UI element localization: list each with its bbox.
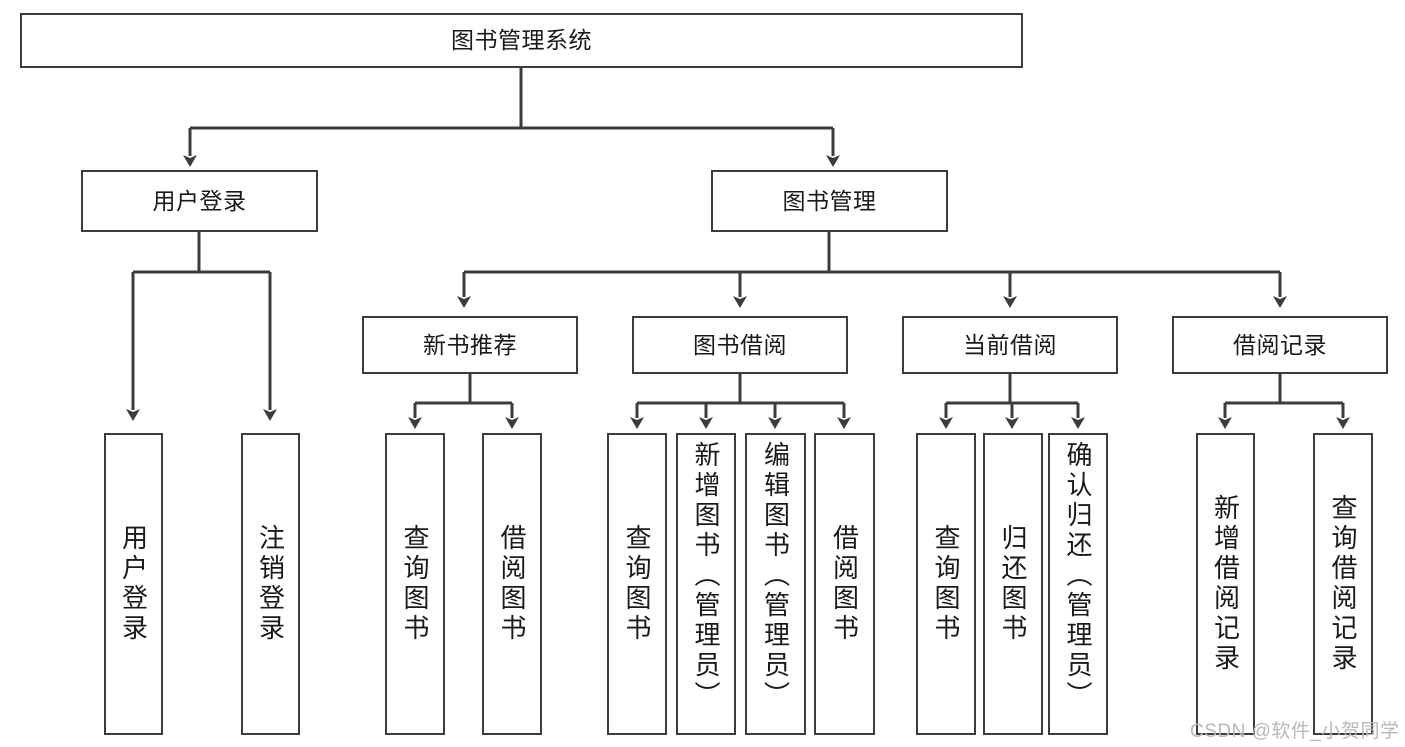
node-label: 借阅图书 bbox=[497, 524, 527, 644]
node-leaf-borrow-book-recommend[interactable]: 借阅图书 bbox=[482, 433, 542, 735]
node-label: 用户登录 bbox=[118, 524, 149, 644]
node-new-book-recommend[interactable]: 新书推荐 bbox=[362, 316, 578, 374]
node-leaf-query-book-current[interactable]: 查询图书 bbox=[916, 433, 976, 735]
node-leaf-user-login[interactable]: 用户登录 bbox=[104, 433, 163, 735]
node-borrow-record[interactable]: 借阅记录 bbox=[1172, 316, 1388, 374]
node-user-login[interactable]: 用户登录 bbox=[81, 170, 318, 232]
node-label: 查询图书 bbox=[931, 524, 961, 644]
node-label: 图书借阅 bbox=[693, 331, 787, 358]
node-leaf-return-book[interactable]: 归还图书 bbox=[983, 433, 1043, 735]
node-label: 借阅记录 bbox=[1233, 331, 1327, 358]
node-label: 图书管理 bbox=[782, 187, 877, 214]
node-leaf-add-book-admin[interactable]: 新增图书（管理员） bbox=[676, 433, 736, 735]
node-label: 查询图书 bbox=[400, 524, 430, 644]
node-root-book-management-system[interactable]: 图书管理系统 bbox=[20, 13, 1023, 68]
node-leaf-borrow-book[interactable]: 借阅图书 bbox=[814, 433, 875, 735]
node-label: 归还图书 bbox=[998, 524, 1028, 644]
node-label: 新增图书（管理员） bbox=[691, 441, 721, 711]
node-book-management[interactable]: 图书管理 bbox=[711, 170, 948, 232]
node-current-borrow[interactable]: 当前借阅 bbox=[902, 316, 1118, 374]
node-label: 查询借阅记录 bbox=[1328, 494, 1358, 674]
node-leaf-query-book-borrow[interactable]: 查询图书 bbox=[607, 433, 667, 735]
csdn-watermark: CSDN @软件_小贺同学 bbox=[1190, 721, 1400, 742]
node-label: 确认归还（管理员） bbox=[1063, 441, 1093, 711]
node-leaf-query-book-recommend[interactable]: 查询图书 bbox=[385, 433, 445, 735]
node-leaf-logout[interactable]: 注销登录 bbox=[241, 433, 300, 735]
node-label: 查询图书 bbox=[622, 524, 652, 644]
node-label: 借阅图书 bbox=[829, 524, 860, 644]
node-label: 新增借阅记录 bbox=[1210, 494, 1241, 674]
node-label: 新书推荐 bbox=[423, 331, 517, 358]
node-label: 当前借阅 bbox=[963, 331, 1057, 358]
node-label: 注销登录 bbox=[255, 524, 286, 644]
node-leaf-confirm-return-admin[interactable]: 确认归还（管理员） bbox=[1048, 433, 1108, 735]
node-label: 图书管理系统 bbox=[451, 27, 592, 53]
node-leaf-add-borrow-record[interactable]: 新增借阅记录 bbox=[1196, 433, 1255, 735]
node-book-borrow[interactable]: 图书借阅 bbox=[632, 316, 848, 374]
node-leaf-query-borrow-record[interactable]: 查询借阅记录 bbox=[1313, 433, 1373, 735]
node-label: 编辑图书（管理员） bbox=[760, 441, 791, 711]
node-label: 用户登录 bbox=[152, 187, 247, 214]
node-leaf-edit-book-admin[interactable]: 编辑图书（管理员） bbox=[745, 433, 806, 735]
